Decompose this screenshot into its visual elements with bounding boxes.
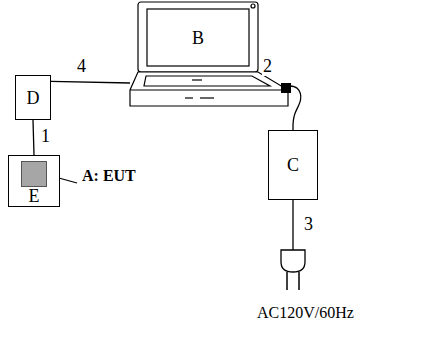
enclosure-box: EA: EUT — [8, 155, 60, 207]
laptop-lid — [138, 2, 258, 72]
device-box: D — [15, 75, 51, 120]
node-label: D — [27, 88, 40, 108]
laptop-led — [251, 4, 255, 8]
node-label: C — [287, 155, 299, 175]
cable-line — [288, 86, 301, 130]
plug-prong — [286, 272, 288, 290]
ac-cable — [292, 200, 293, 250]
laptop-button — [185, 97, 193, 98]
laptop-screen — [147, 9, 249, 66]
laptop: B — [130, 2, 288, 106]
cable-line — [33, 120, 34, 155]
ac-adapter-box: C — [268, 130, 318, 200]
laptop-trackpoint — [192, 79, 202, 80]
laptop-drawing — [130, 2, 288, 106]
laptop-edge — [130, 89, 288, 90]
node-label: B — [147, 28, 249, 48]
cable-number: 4 — [76, 56, 87, 76]
mains-plug — [281, 250, 305, 272]
dc-plug — [281, 83, 291, 93]
laptop-base — [130, 72, 288, 106]
cable-number: 1 — [40, 126, 51, 146]
laptop-keyboard — [144, 76, 270, 86]
cable-number: 3 — [303, 214, 314, 234]
power-label: AC120V/60Hz — [256, 303, 355, 323]
laptop-button — [200, 97, 214, 98]
cable-number: 2 — [262, 56, 273, 76]
eut-square: A: EUT — [21, 161, 47, 187]
node-label: A: EUT — [82, 166, 136, 186]
plug-prong — [298, 272, 300, 290]
node-label: E — [9, 186, 59, 206]
cable-line — [51, 81, 130, 83]
